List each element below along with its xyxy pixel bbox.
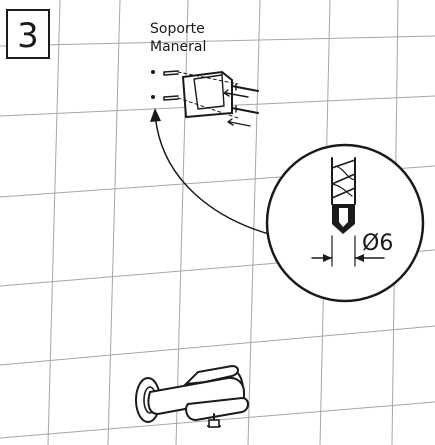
mixer-faucet xyxy=(135,364,249,428)
faucet-body xyxy=(147,376,245,416)
wall-plug-top xyxy=(151,70,155,74)
lever-handle xyxy=(183,364,239,386)
hand-shower-bracket xyxy=(151,70,259,127)
part-caption: Soporte Maneral xyxy=(150,21,206,55)
dowel-bottom xyxy=(163,95,179,101)
drill-detail-circle: Ø6 xyxy=(265,143,425,303)
bracket-body xyxy=(181,70,233,119)
dowel-top xyxy=(163,70,179,76)
wall-plug-bottom xyxy=(151,95,155,99)
part-name-line2: Maneral xyxy=(150,39,206,55)
diameter-label: Ø6 xyxy=(362,231,393,256)
drill-bit-icon xyxy=(331,157,356,234)
step-number-box: 3 xyxy=(6,9,50,59)
step-number: 3 xyxy=(17,16,39,56)
detail-leader-arrow xyxy=(150,108,277,237)
faucet-spout xyxy=(185,396,249,422)
part-name-line1: Soporte xyxy=(150,21,205,37)
screw-top xyxy=(231,83,259,92)
insert-arrow-top xyxy=(223,89,249,98)
screw-bottom xyxy=(231,105,259,114)
diameter-dimension: Ø6 xyxy=(311,231,393,267)
insert-arrow-bottom xyxy=(227,118,251,127)
